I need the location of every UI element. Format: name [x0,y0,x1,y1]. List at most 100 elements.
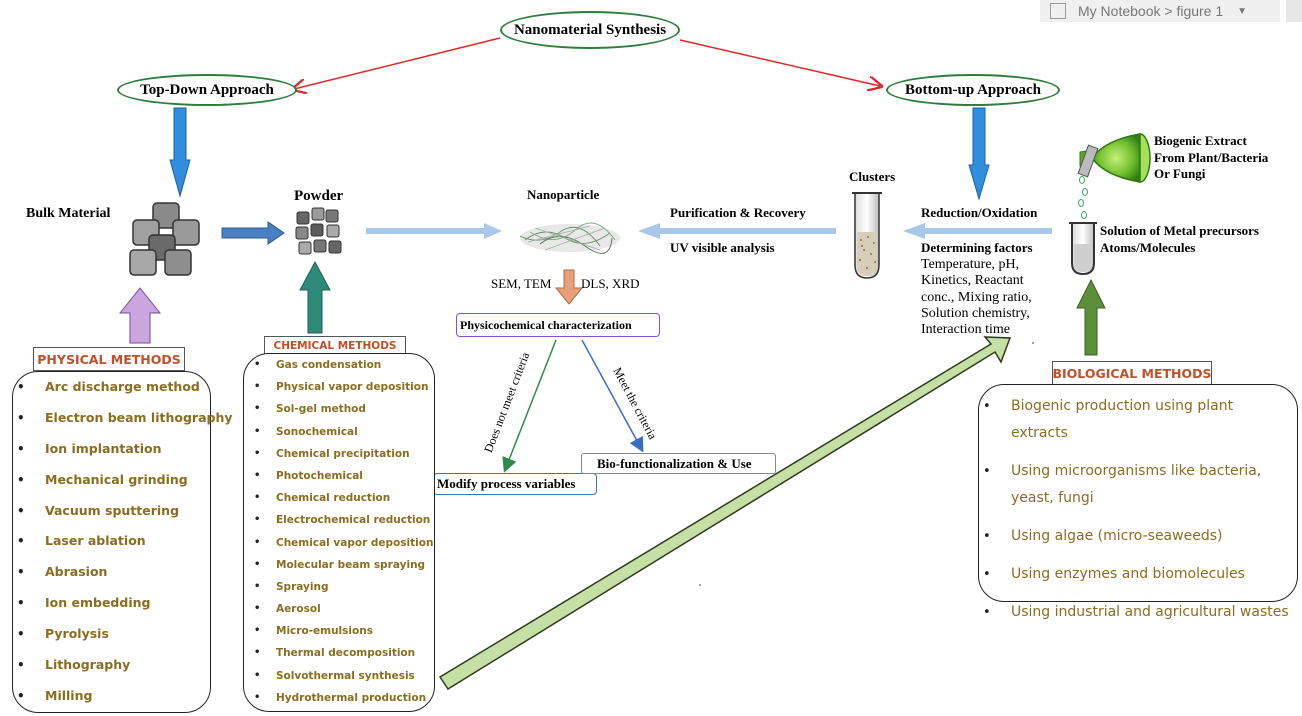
chemical-methods-list: Gas condensation Physical vapor depositi… [244,354,434,709]
dls-xrd-label: DLS, XRD [581,276,640,291]
notebook-breadcrumb: My Notebook > figure 1 [1078,3,1224,19]
chemical-title-label: CHEMICAL METHODS [273,339,397,352]
biological-methods-title: BIOLOGICAL METHODS [1052,361,1212,385]
tab-edge [1286,0,1302,22]
list-item: Arc discharge method [13,372,210,403]
arrow-bulk-to-powder [221,221,285,245]
purification-label: Purification & Recovery [670,205,806,220]
physicochemical-label: Physicochemical characterization [460,317,632,332]
list-item: Spraying [244,576,434,598]
biogenic-extract-label: Biogenic Extract From Plant/Bacteria Or … [1154,133,1268,183]
nanoparticle-label: Nanoparticle [527,187,600,202]
list-item: Photochemical [244,465,434,487]
chemical-methods-box: Gas condensation Physical vapor depositi… [243,353,435,712]
reduction-label: Reduction/Oxidation [921,205,1038,220]
list-item: Using microorganisms like bacteria, yeas… [979,458,1291,512]
list-item: Using industrial and agricultural wastes [979,599,1291,626]
list-item: Solvothermal synthesis [244,665,434,687]
list-item: Biogenic production using plant extracts [979,393,1291,447]
bottom-up-oval: Bottom-up Approach [886,74,1060,106]
precursor-tube-icon [1069,222,1097,276]
metal-precursors-label: Solution of Metal precursors Atoms/Molec… [1100,223,1259,256]
bulk-material-icon [129,202,200,276]
list-item: Using algae (micro-seaweeds) [979,523,1291,550]
precursor-line: Solution of Metal precursors [1100,223,1259,238]
arrow-powder-to-nanoparticle [366,223,502,239]
list-item: Chemical vapor deposition [244,532,434,554]
notebook-breadcrumb-tab[interactable]: My Notebook > figure 1 ▼ [1040,0,1280,22]
biogenic-line: Or Fungi [1154,166,1206,181]
up-arrow-chemical [299,260,331,334]
biological-methods-list: Biogenic production using plant extracts… [979,385,1297,626]
list-item: Ion embedding [13,588,210,619]
factor-line: Kinetics, Reactant [921,273,1024,289]
bottom-up-label: Bottom-up Approach [905,81,1041,98]
synthesis-label: Nanomaterial Synthesis [513,21,667,38]
arrow-not-meet [502,339,557,473]
determining-factors-label: Determining factors [921,240,1033,255]
list-item: Gas condensation [244,354,434,376]
uv-analysis-label: UV visible analysis [670,240,775,255]
precursor-line: Atoms/Molecules [1100,239,1196,255]
biogenic-line: Biogenic Extract [1154,133,1247,148]
top-down-label: Top-Down Approach [140,81,274,98]
list-item: Hydrothermal production [244,687,434,709]
list-item: Sol-gel method [244,398,434,420]
list-item: Electron beam lithography [13,403,233,434]
powder-icon [295,207,342,255]
list-item: Chemical precipitation [244,443,434,465]
chevron-down-icon[interactable]: ▼ [1237,5,1248,17]
list-item: Electrochemical reduction [244,509,434,531]
factor-line: Interaction time [921,322,1011,338]
list-item: Thermal decomposition [244,642,434,664]
arrow-purification-to-nanoparticle [638,223,836,239]
physical-methods-box: Arc discharge method Electron beam litho… [12,371,233,713]
down-arrow-top-down [169,107,191,198]
top-down-oval: Top-Down Approach [117,74,297,106]
list-item: Ion implantation [13,434,210,465]
list-item: Abrasion [13,557,210,588]
arrow-to-top-down [294,37,501,89]
sem-tem-label: SEM, TEM [491,276,552,291]
synthesis-oval: Nanomaterial Synthesis [500,11,680,49]
list-item: Sonochemical [244,421,434,443]
down-arrow-bottom-up [968,107,990,201]
clusters-tube-icon [852,192,882,279]
list-item: Aerosol [244,598,434,620]
diagonal-arrow-chemical-to-bottom-up [438,336,1012,691]
list-item: Using enzymes and biomolecules [979,561,1291,588]
list-item: Laser ablation [13,526,210,557]
list-item: Chemical reduction [244,487,434,509]
clusters-label: Clusters [849,169,896,184]
list-item: Vacuum sputtering [13,496,210,527]
list-item: Physical vapor deposition [244,376,434,398]
arrow-reduction-to-clusters [903,223,1052,239]
list-item: Milling [13,681,210,712]
modify-box: Modify process variables [433,473,597,495]
list-item: Molecular beam spraying [244,554,434,576]
biogenic-flask-icon [1077,133,1151,219]
biogenic-line: From Plant/Bacteria [1154,149,1269,165]
determining-factors-list: Temperature, pH, Kinetics, Reactant conc… [921,257,1032,338]
powder-label: Powder [294,188,344,204]
up-arrow-physical [118,287,162,344]
notebook-icon [1050,3,1066,19]
arrow-nanoparticle-to-characterization [554,269,584,305]
biofunctional-box: Bio-functionalization & Use [581,453,776,474]
up-arrow-biological [1076,278,1106,356]
arrow-to-bottom-up [679,39,880,86]
biological-methods-box: Biogenic production using plant extracts… [978,384,1298,626]
physicochemical-box: Physicochemical characterization [456,313,660,337]
nanoparticle-icon [519,222,620,254]
list-item: Lithography [13,650,210,681]
factor-line: Solution chemistry, [921,305,1030,321]
physical-methods-title: PHYSICAL METHODS [33,347,185,371]
biofunctional-label: Bio-functionalization & Use [597,455,752,471]
biological-title-label: BIOLOGICAL METHODS [1052,365,1212,381]
bulk-material-label: Bulk Material [26,206,111,221]
physical-title-label: PHYSICAL METHODS [37,351,181,367]
arrow-meet [581,339,644,453]
list-item: Mechanical grinding [13,465,210,496]
factor-line: conc., Mixing ratio, [921,289,1032,305]
list-item: Micro-emulsions [244,620,434,642]
